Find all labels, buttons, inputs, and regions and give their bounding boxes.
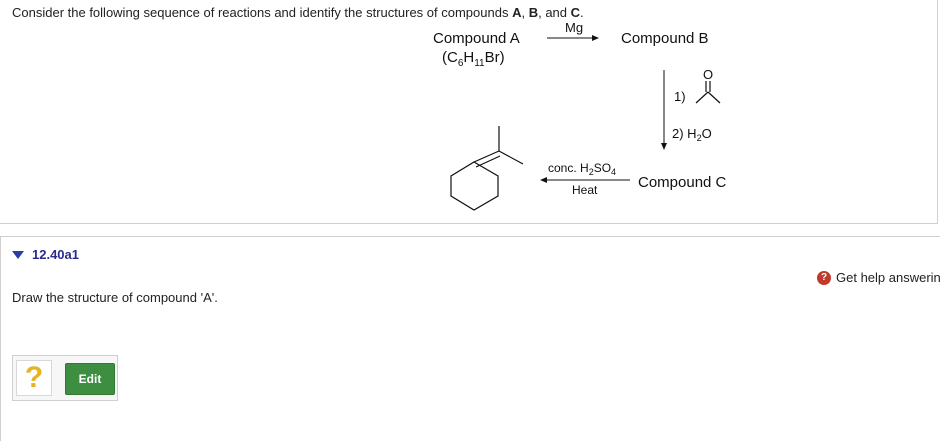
edit-button[interactable]: Edit [65,363,115,395]
part-id-label: 12.40a1 [32,247,79,262]
help-icon: ? [817,270,831,285]
question-text: Consider the following sequence of react… [12,5,584,20]
part-toggle[interactable]: 12.40a1 [12,247,79,262]
exocyclic-double-bond-2 [475,155,501,168]
compound-c-label: Compound C [638,174,727,191]
compound-b-label: Compound B [621,30,709,47]
methyl-right [498,150,524,165]
question-panel [0,0,938,224]
structure-answer-widget: ? Edit [12,355,118,401]
reaction-scheme: Compound A (C6H11Br) Mg Compound B 1) 2)… [433,20,727,211]
heat-label: Heat [572,183,598,197]
collapse-triangle-icon [12,250,24,259]
section-divider [0,236,940,237]
exocyclic-double-bond-1 [473,150,500,163]
answer-panel [0,237,940,441]
part-prompt: Draw the structure of compound 'A'. [12,290,218,305]
acetone-structure [695,81,721,104]
empty-structure-placeholder-icon[interactable]: ? [16,360,52,396]
compound-a-formula: (C6H11Br) [442,49,505,69]
step2-label: 2) H2O [672,126,712,143]
cyclohexane-ring [450,161,499,211]
get-help-label: Get help answering [836,270,940,285]
arrow-c-to-product-head [540,177,547,183]
conc-h2so4-label: conc. H2SO4 [548,161,616,177]
step1-label: 1) [674,89,686,104]
arrow-a-to-b-head [592,35,599,41]
compound-a-label: Compound A [433,30,520,47]
arrow-b-to-c-head [661,143,667,150]
product-structure [450,126,524,211]
get-help-link[interactable]: ? Get help answering [817,270,940,285]
reagent-mg-label: Mg [565,20,583,35]
ketone-oxygen-label: O [703,67,713,82]
